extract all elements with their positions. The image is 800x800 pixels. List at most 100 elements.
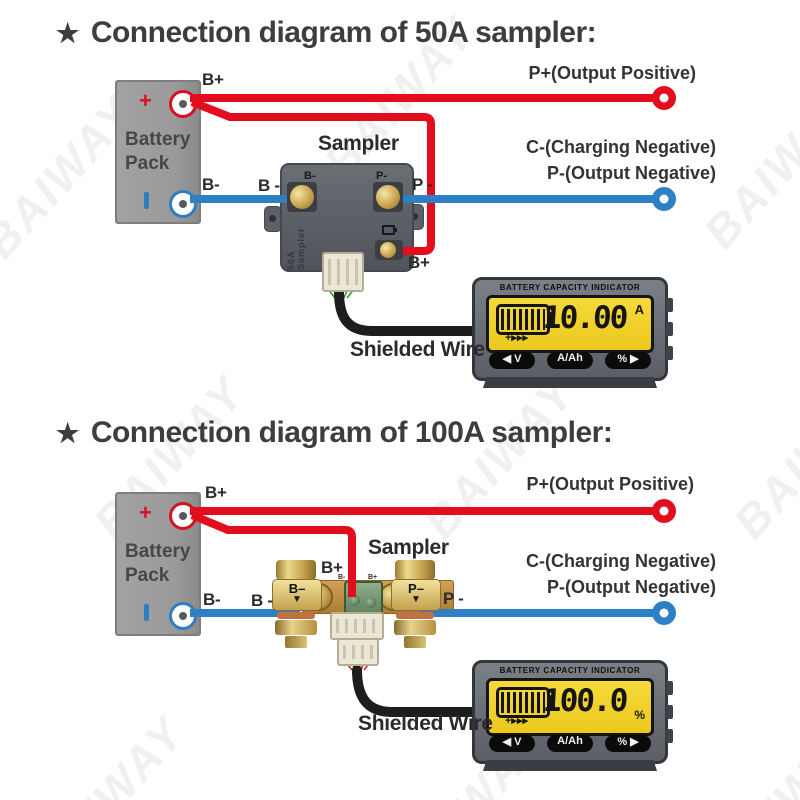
bolt-label: P– [408,581,424,596]
b-minus-label: B- [203,590,221,609]
battery-capacity-indicator-1: BATTERY CAPACITY INDICATOR +▸▸▸ 10.00 A … [472,277,673,388]
down-arrow-icon: ▼ [411,594,421,605]
red-wire-bplus-branch [190,98,435,255]
battery-pack-2: + Battery Pack [115,492,201,636]
battery-gauge-icon [496,304,555,335]
terminal-dot-center [659,608,669,618]
wiring-section1 [190,86,676,336]
pcb-silk-b-minus: B- [338,574,346,581]
battery-bars [501,692,545,713]
lcd-value: 100.0 [541,683,627,719]
voltage-button[interactable]: ◀ V [489,735,535,752]
brass-nut [275,620,317,635]
minus-symbol [144,604,149,621]
bolt-tip [404,636,426,648]
section2-title: ★ Connection diagram of 100A sampler: [56,416,613,450]
minus-symbol [144,192,149,209]
section2-title-text: Connection diagram of 100A sampler: [90,416,613,449]
brass-screw [380,242,396,258]
meter-header: BATTERY CAPACITY INDICATOR [499,666,641,675]
bolt-plate: B– ▼ [272,579,322,611]
brass-nut [376,185,400,209]
connector-slots [328,259,358,285]
copper-washer [396,612,434,619]
voltage-button[interactable]: ◀ V [489,352,535,369]
red-wire-bplus-branch [190,511,356,597]
lcd-screen: +▸▸▸ 10.00 A [486,295,654,353]
terminal-dot-center [659,506,669,516]
charge-arrows-icon: +▸▸▸ [505,332,528,344]
shielded-wire-label: Shielded Wire [350,338,485,361]
b-minus-label: B- [202,175,220,194]
meter-buttons: ◀ V A/Ah % ▶ [475,735,665,752]
lcd-value: 10.00 [541,300,627,336]
sampler-connector [322,252,364,292]
battery-nub [550,695,555,708]
charge-arrows-icon: +▸▸▸ [505,715,528,727]
side-tab [666,322,673,336]
sampler-caption: Sampler [368,536,449,559]
battery-pack-1: + Battery Pack [115,80,201,224]
percent-button[interactable]: % ▶ [605,735,651,752]
output-negative-label: P-(Output Negative) [547,577,716,597]
p-minus-bolt: P– ▼ [391,560,441,652]
brass-nut [290,185,314,209]
b-plus-wire-label: B+ [321,558,343,577]
meter-base [483,760,657,771]
p-minus-wire-label: P - [443,589,464,608]
bolt-tip [285,636,307,648]
bolt-label: B– [288,581,306,596]
battery-label: Battery Pack [125,541,191,586]
brass-nut [394,620,436,635]
side-tab [666,729,673,743]
b-plus-wire-label: B+ [408,253,430,272]
shielded-cable [352,665,483,717]
shunt-connector-socket [330,612,384,640]
meter-header: BATTERY CAPACITY INDICATOR [499,283,641,292]
bolt-plate: P– ▼ [391,579,441,611]
meter-buttons: ◀ V A/Ah % ▶ [475,352,665,369]
negative-labels: C-(Charging Negative) P-(Output Negative… [526,548,716,600]
lcd-unit: % [634,708,645,722]
charging-negative-label: C-(Charging Negative) [525,551,716,571]
section1-title: ★ Connection diagram of 50A sampler: [56,16,597,50]
battery-gauge-icon [496,687,555,718]
shielded-wire-label: Shielded Wire [358,712,493,735]
terminal-screw [365,597,376,608]
battery-capacity-indicator-2: BATTERY CAPACITY INDICATOR +▸▸▸ 100.0 % … [472,660,673,771]
plus-symbol: + [139,88,152,113]
battery-nub [550,312,555,325]
p-minus-post [373,182,403,212]
down-arrow-icon: ▼ [292,594,302,605]
hex-nut [276,560,316,580]
battery-bars [501,309,545,330]
lcd-unit: A [634,302,644,317]
pcb-silk-b-plus: B+ [368,574,378,581]
terminal-dot-center [659,194,669,204]
amp-hour-button[interactable]: A/Ah [547,735,593,752]
negative-labels: C-(Charging Negative) P-(Output Negative… [526,134,716,186]
sampler-terminal-print: B- [304,170,316,182]
output-positive-label: P+(Output Positive) [526,474,694,494]
star-icon: ★ [56,417,79,448]
negative-terminal [169,190,197,218]
connector-slots [343,645,373,659]
charging-negative-label: C-(Charging Negative) [525,137,716,157]
meter-base [483,377,657,388]
amp-hour-button[interactable]: A/Ah [547,352,593,369]
b-minus-bolt: B– ▼ [272,560,322,652]
terminal-screw [349,595,360,606]
battery-mark-icon [382,225,397,235]
b-minus-wire-label: B - [258,176,280,195]
shunt-connector-plug [337,638,379,666]
side-tab [666,681,673,695]
b-plus-post [375,240,403,260]
plus-symbol: + [139,500,152,525]
b-minus-post [287,182,317,212]
terminal-dot-center [659,93,669,103]
side-tab [666,346,673,360]
percent-button[interactable]: % ▶ [605,352,651,369]
shielded-cable [334,287,483,336]
side-tab [666,298,673,312]
